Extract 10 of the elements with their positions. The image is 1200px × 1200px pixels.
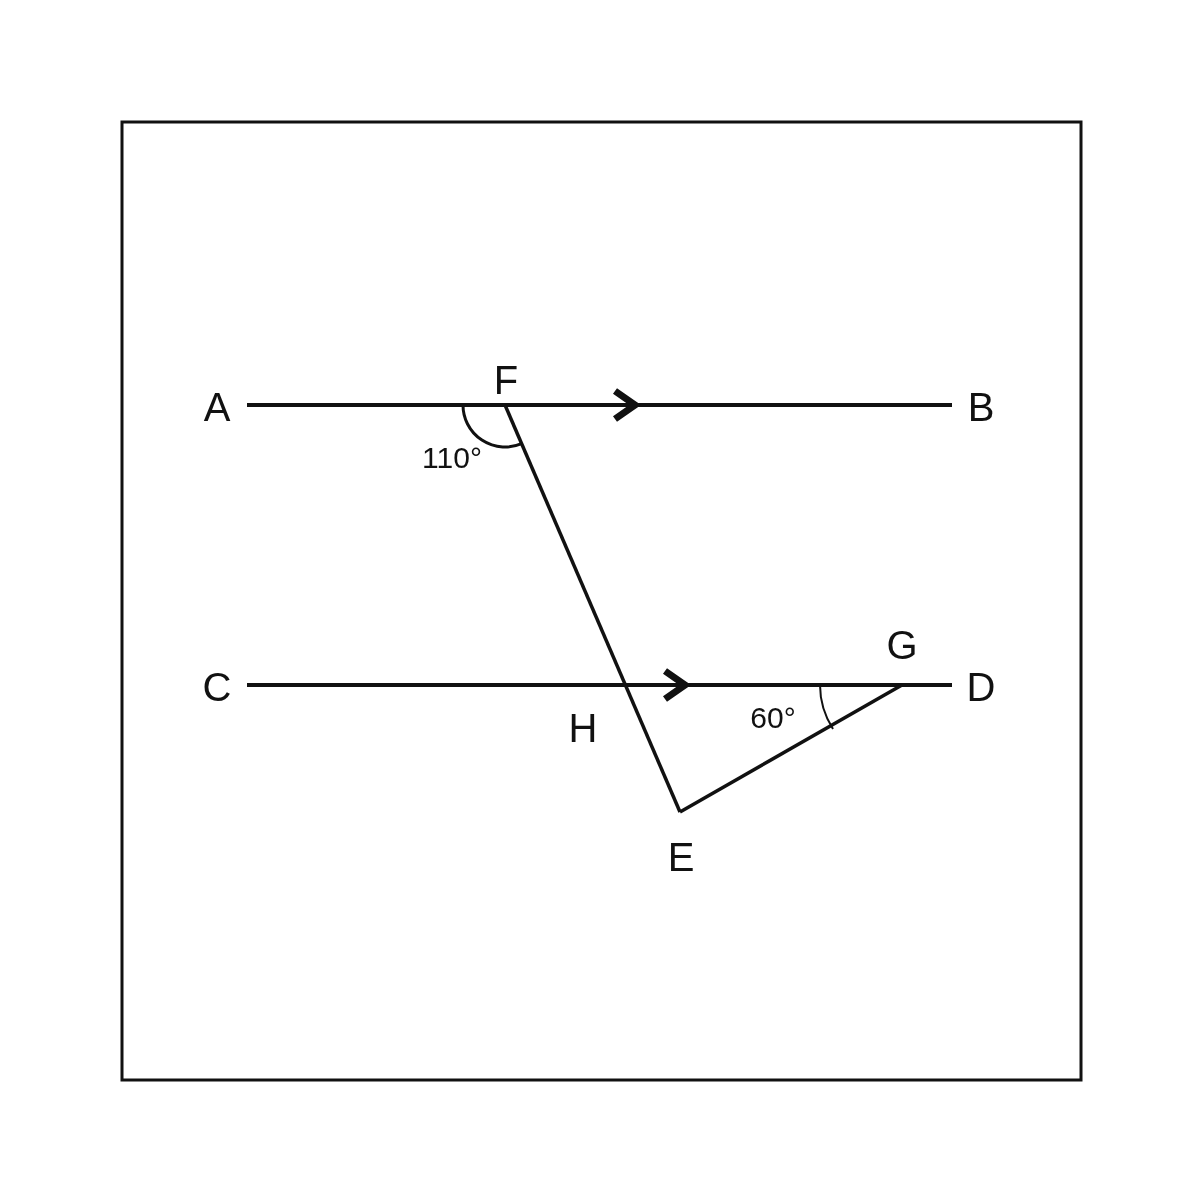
point-label: A [203, 387, 231, 427]
point-label: G [886, 625, 918, 665]
point-label: B [967, 387, 995, 427]
point-label: H [568, 708, 598, 748]
angle-label: 60° [750, 703, 796, 733]
point-label: F [493, 360, 519, 400]
point-label: D [966, 667, 996, 707]
angle-label: 110° [422, 443, 482, 473]
point-label: C [202, 667, 232, 707]
point-label: E [667, 837, 695, 877]
